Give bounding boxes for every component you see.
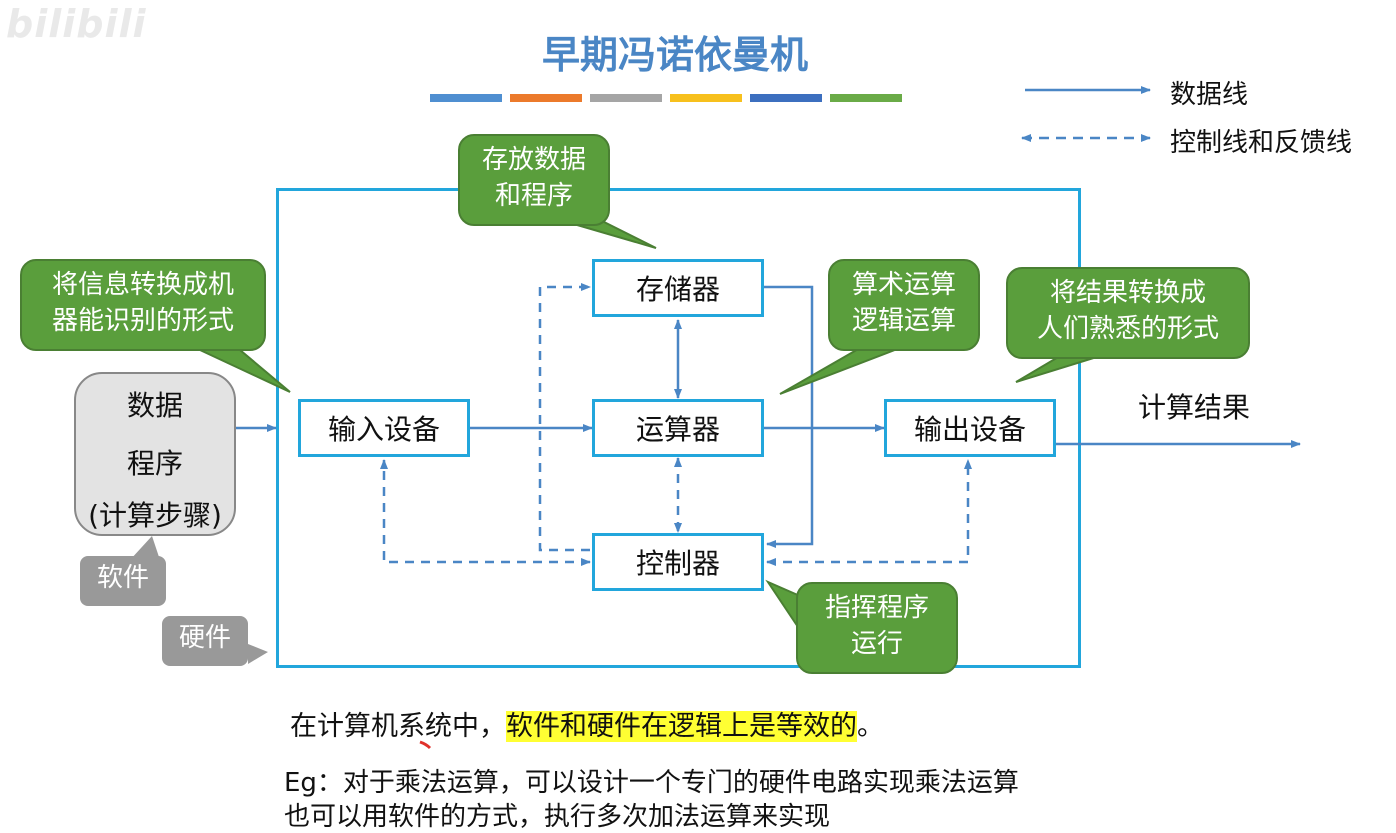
memory-box: 存储器 (592, 259, 764, 317)
color-bar-segment (510, 94, 582, 102)
color-bar-segment (430, 94, 502, 102)
pen-mark (419, 740, 432, 750)
color-bar-segment (750, 94, 822, 102)
legend-control-line-label: 控制线和反馈线 (1170, 128, 1353, 158)
software-callout-tail (130, 536, 160, 560)
hardware-callout-tail (248, 644, 268, 664)
memory-to-controller-arrow (763, 285, 814, 548)
hardware-frame (276, 188, 1081, 668)
software-item: (计算步骤) (88, 499, 222, 532)
controller-input-dashed-arrow (380, 459, 591, 566)
callout-input-line: 将信息转换成机 (51, 270, 234, 300)
callout-output-line: 人们熟悉的形式 (1036, 314, 1219, 344)
callout-input: 将信息转换成机 器能识别的形式 (20, 259, 266, 351)
color-bar-segment (830, 94, 902, 102)
callout-memory: 存放数据 和程序 (458, 134, 610, 226)
callout-memory-line: 和程序 (494, 181, 573, 211)
controller-output-dashed-arrow (766, 459, 972, 566)
statement-suffix: 。 (857, 711, 884, 742)
software-item: 数据 (126, 389, 183, 422)
alu-box: 运算器 (592, 399, 764, 457)
example-line-2: 也可以用软件的方式，执行多次加法运算来实现 (284, 802, 831, 832)
controller-memory-dashed-arrow (538, 283, 591, 552)
bilibili-watermark: bilibili (6, 2, 147, 46)
color-bar-segment (590, 94, 662, 102)
callout-input-line: 器能识别的形式 (51, 306, 234, 336)
page-title: 早期冯诺依曼机 (541, 33, 808, 77)
title-color-bar (430, 94, 902, 102)
callout-alu: 算术运算 逻辑运算 (828, 259, 980, 351)
statement-prefix: 在计算机系统中， (290, 711, 506, 742)
legend-data-line-label: 数据线 (1170, 80, 1249, 110)
callout-controller-line: 指挥程序 (824, 593, 929, 623)
result-label: 计算结果 (1138, 391, 1251, 424)
color-bar-segment (670, 94, 742, 102)
callout-alu-line: 算术运算 (851, 270, 956, 300)
output-device-box: 输出设备 (884, 399, 1056, 457)
alu-callout-tail (779, 347, 901, 395)
example-line-1: Eg：对于乘法运算，可以设计一个专门的硬件电路实现乘法运算 (284, 768, 1019, 798)
callout-output: 将结果转换成 人们熟悉的形式 (1006, 267, 1250, 359)
statement-highlight: 软件和硬件在逻辑上是等效的 (506, 711, 857, 742)
callout-alu-line: 逻辑运算 (851, 306, 956, 336)
controller-box: 控制器 (592, 533, 764, 591)
equivalence-statement: 在计算机系统中，软件和硬件在逻辑上是等效的。 (290, 704, 884, 743)
hardware-label: 硬件 (162, 616, 248, 666)
software-box: 数据 程序 (计算步骤) (74, 372, 236, 536)
output-callout-tail (1015, 355, 1101, 383)
callout-memory-line: 存放数据 (481, 145, 586, 175)
software-item: 程序 (126, 447, 183, 480)
software-label: 软件 (80, 556, 166, 606)
callout-output-line: 将结果转换成 (1049, 278, 1206, 308)
callout-controller: 指挥程序 运行 (796, 582, 958, 674)
callout-controller-line: 运行 (850, 629, 903, 659)
input-device-box: 输入设备 (298, 399, 470, 457)
